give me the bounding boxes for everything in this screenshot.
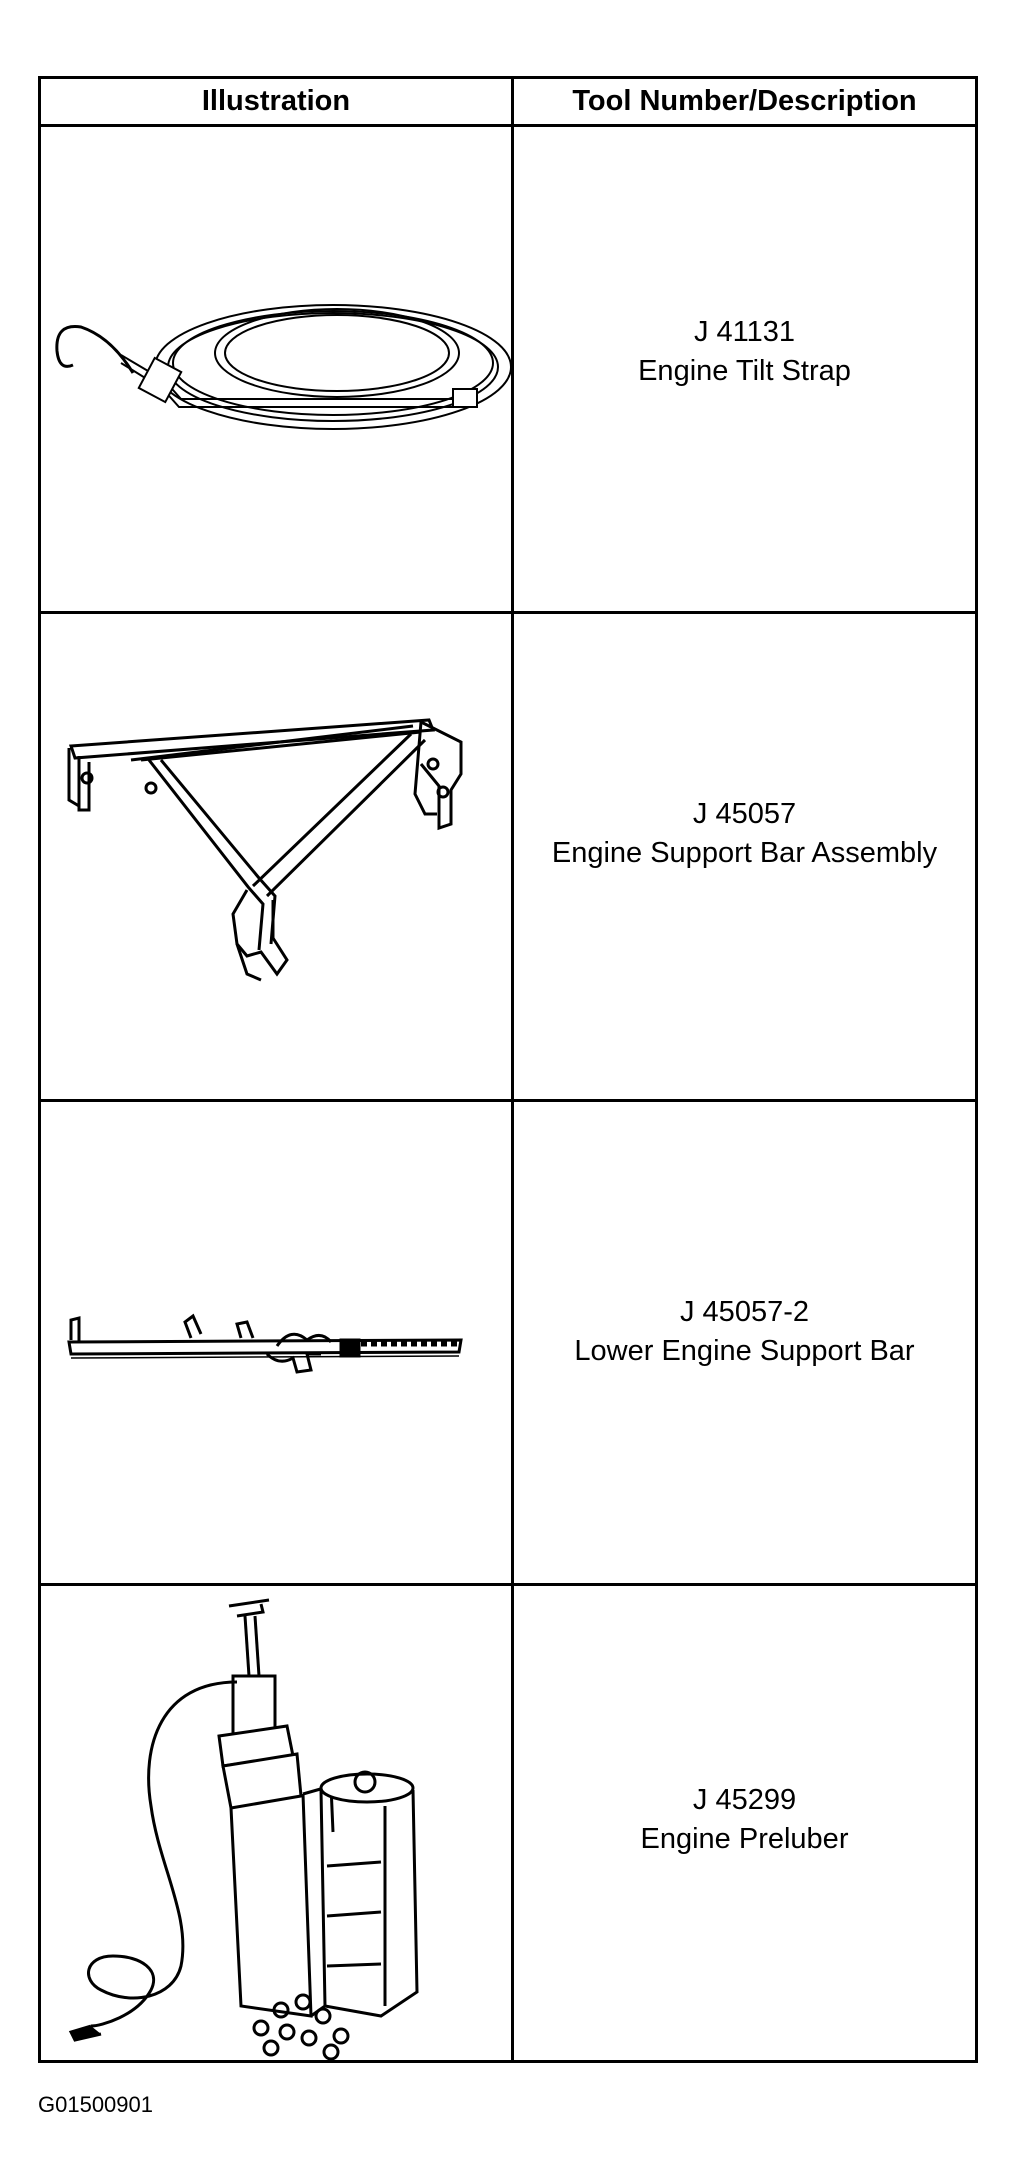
tool-number: J 41131 (693, 316, 796, 348)
row-1-text: J 41131 Engine Tilt Strap (514, 316, 975, 387)
row-3-text: J 45057-2 Lower Engine Support Bar (514, 1296, 975, 1367)
engine-preluber-illustration (41, 1586, 511, 2060)
tool-number: J 45299 (692, 1784, 797, 1816)
tool-description: Engine Preluber (640, 1823, 849, 1855)
row-divider (41, 1583, 975, 1586)
header-divider (41, 124, 975, 127)
header-tool-number-description: Tool Number/Description (572, 85, 917, 117)
tool-number: J 45057-2 (680, 1296, 809, 1328)
lower-engine-support-bar-illustration (41, 1102, 511, 1583)
special-tools-table: Illustration Tool Number/Description J 4… (38, 76, 978, 2063)
engine-tilt-strap-illustration (41, 127, 511, 611)
row-2-text: J 45057 Engine Support Bar Assembly (514, 798, 975, 869)
engine-support-bar-assembly-illustration (41, 614, 511, 1099)
row-divider (41, 1099, 975, 1102)
tool-description: Lower Engine Support Bar (574, 1335, 915, 1367)
tool-description: Engine Support Bar Assembly (551, 837, 938, 869)
row-4-text: J 45299 Engine Preluber (514, 1784, 975, 1855)
header-illustration: Illustration (201, 85, 351, 117)
column-divider (511, 79, 514, 2060)
tool-description: Engine Tilt Strap (638, 355, 851, 387)
row-divider (41, 611, 975, 614)
tool-number: J 45057 (692, 798, 797, 830)
figure-code: G01500901 (38, 2092, 153, 2117)
